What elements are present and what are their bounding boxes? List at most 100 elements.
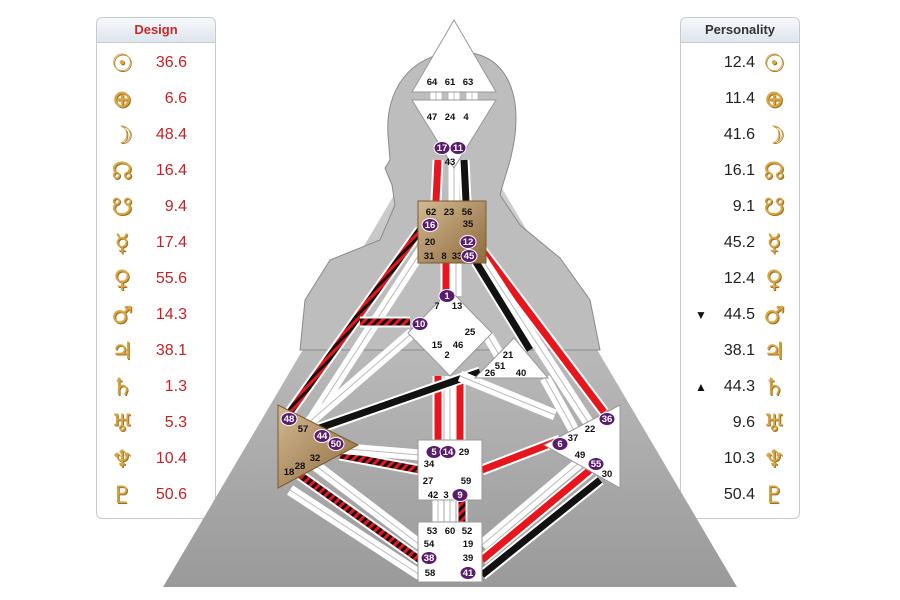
personality-panel: Personality ☉12.4⊕11.4☽41.6☊16.1☋9.1☿45.… [680,17,800,519]
gate-55: 55 [591,459,602,470]
20-57-channel-edge [304,249,423,431]
personality-value: 38.1 [723,342,755,359]
32-54-channel-edge [314,464,421,546]
head-center [411,19,497,93]
venus-icon: ♀ [765,265,783,293]
gate-36-marker [598,412,616,426]
design-row: ☿17.4 [97,225,215,261]
earth-icon: ⊕ [763,85,785,113]
gate-50: 50 [331,439,342,450]
design-value: 50.6 [155,486,187,503]
design-row: ♂ 14.3 [97,297,215,333]
gate-50-marker [327,437,345,451]
design-value: 9.4 [164,198,187,215]
design-row: ♀55.6 [97,261,215,297]
personality-value: 11.4 [725,90,755,107]
design-row: ♇50.6 [97,477,215,513]
gate-6-marker [551,437,569,451]
gate-11: 11 [453,143,464,154]
pluto-icon: ♇ [763,481,785,509]
personality-value: 10.3 [723,450,755,467]
personality-value: 9.1 [732,198,755,215]
gate-10: 10 [415,319,426,330]
gate-8: 8 [441,251,446,262]
ajna-center [411,99,497,169]
gate-16-marker [421,218,439,232]
gate-2: 2 [444,350,449,361]
jupiter-icon: ♃ [111,337,133,365]
design-row: ⊕ 6.6 [97,81,215,117]
moon-icon: ☽ [111,121,133,149]
personality-row: ♃38.1 [681,333,799,369]
gate-1: 1 [444,291,450,302]
design-row: ☋9.4 [97,189,215,225]
gate-64: 64 [427,77,438,88]
design-row: ☉36.6 [97,45,215,81]
gate-45: 45 [464,251,475,262]
49-19-channel-edge [481,461,581,546]
gate-54: 54 [424,539,435,550]
gate-13: 13 [452,301,463,312]
ego-center [473,337,550,379]
channels [285,92,609,580]
design-value: 10.4 [155,450,187,467]
gate-58: 58 [425,568,436,579]
design-value: 16.4 [155,162,187,179]
gate-14-marker [439,445,457,459]
gate-35: 35 [463,219,474,230]
gate-11-marker [449,141,467,155]
neptune-icon: ♆ [111,445,133,473]
gate-33: 33 [452,251,463,262]
personality-value: 50.4 [723,486,755,503]
gate-3: 3 [443,490,448,501]
personality-row: ⊕ 11.4 [681,81,799,117]
gate-9-marker [451,488,469,502]
gate-44: 44 [317,431,328,442]
35-36-channel-fill [479,247,607,415]
saturn-icon: ♄ [111,373,133,401]
gate-5: 5 [431,447,437,458]
gate-15: 15 [432,340,443,351]
gate-60: 60 [445,526,456,537]
personality-value: 41.6 [723,126,755,143]
personality-row: ☽41.6 [681,117,799,153]
down-arrow-icon: ▼ [695,308,707,322]
gate-14: 14 [443,447,454,458]
gate-45-marker [460,249,478,263]
gate-37: 37 [568,433,579,444]
earth-icon: ⊕ [111,85,133,113]
design-value: 6.6 [164,90,187,107]
gate-23: 23 [444,207,455,218]
design-row: ♃38.1 [97,333,215,369]
gate-46: 46 [453,340,464,351]
personality-value: 44.3 [723,378,755,395]
16-48-channel-fill [287,227,423,415]
up-arrow-icon: ▲ [695,380,707,394]
mars-icon: ♂ [763,301,785,329]
personality-row: ☋9.1 [681,189,799,225]
personality-row: ☊16.1 [681,153,799,189]
gate-29: 29 [459,447,470,458]
design-row: ♅5.3 [97,405,215,441]
design-row: ♄1.3 [97,369,215,405]
55-39-channel-fill [479,467,593,563]
personality-row: ♇ 50.4 [681,477,799,513]
gate-63: 63 [463,77,474,88]
gate-55-marker [587,457,605,471]
personality-row: ♆10.3 [681,441,799,477]
gate-7: 7 [434,301,439,312]
gate-4: 4 [463,112,469,123]
design-title: Design [97,18,215,43]
45-21-channel-fill [473,260,533,352]
12-22-channel-edge [479,255,591,426]
gate-38-marker [420,551,438,565]
gate-10-marker [411,317,429,331]
personality-row: ☿45.2 [681,225,799,261]
design-value: 14.3 [155,306,187,323]
gate-16: 16 [425,220,436,231]
mars-icon: ♂ [111,301,133,329]
personality-value: 12.4 [723,54,755,71]
personality-value: 44.5 [723,306,755,323]
